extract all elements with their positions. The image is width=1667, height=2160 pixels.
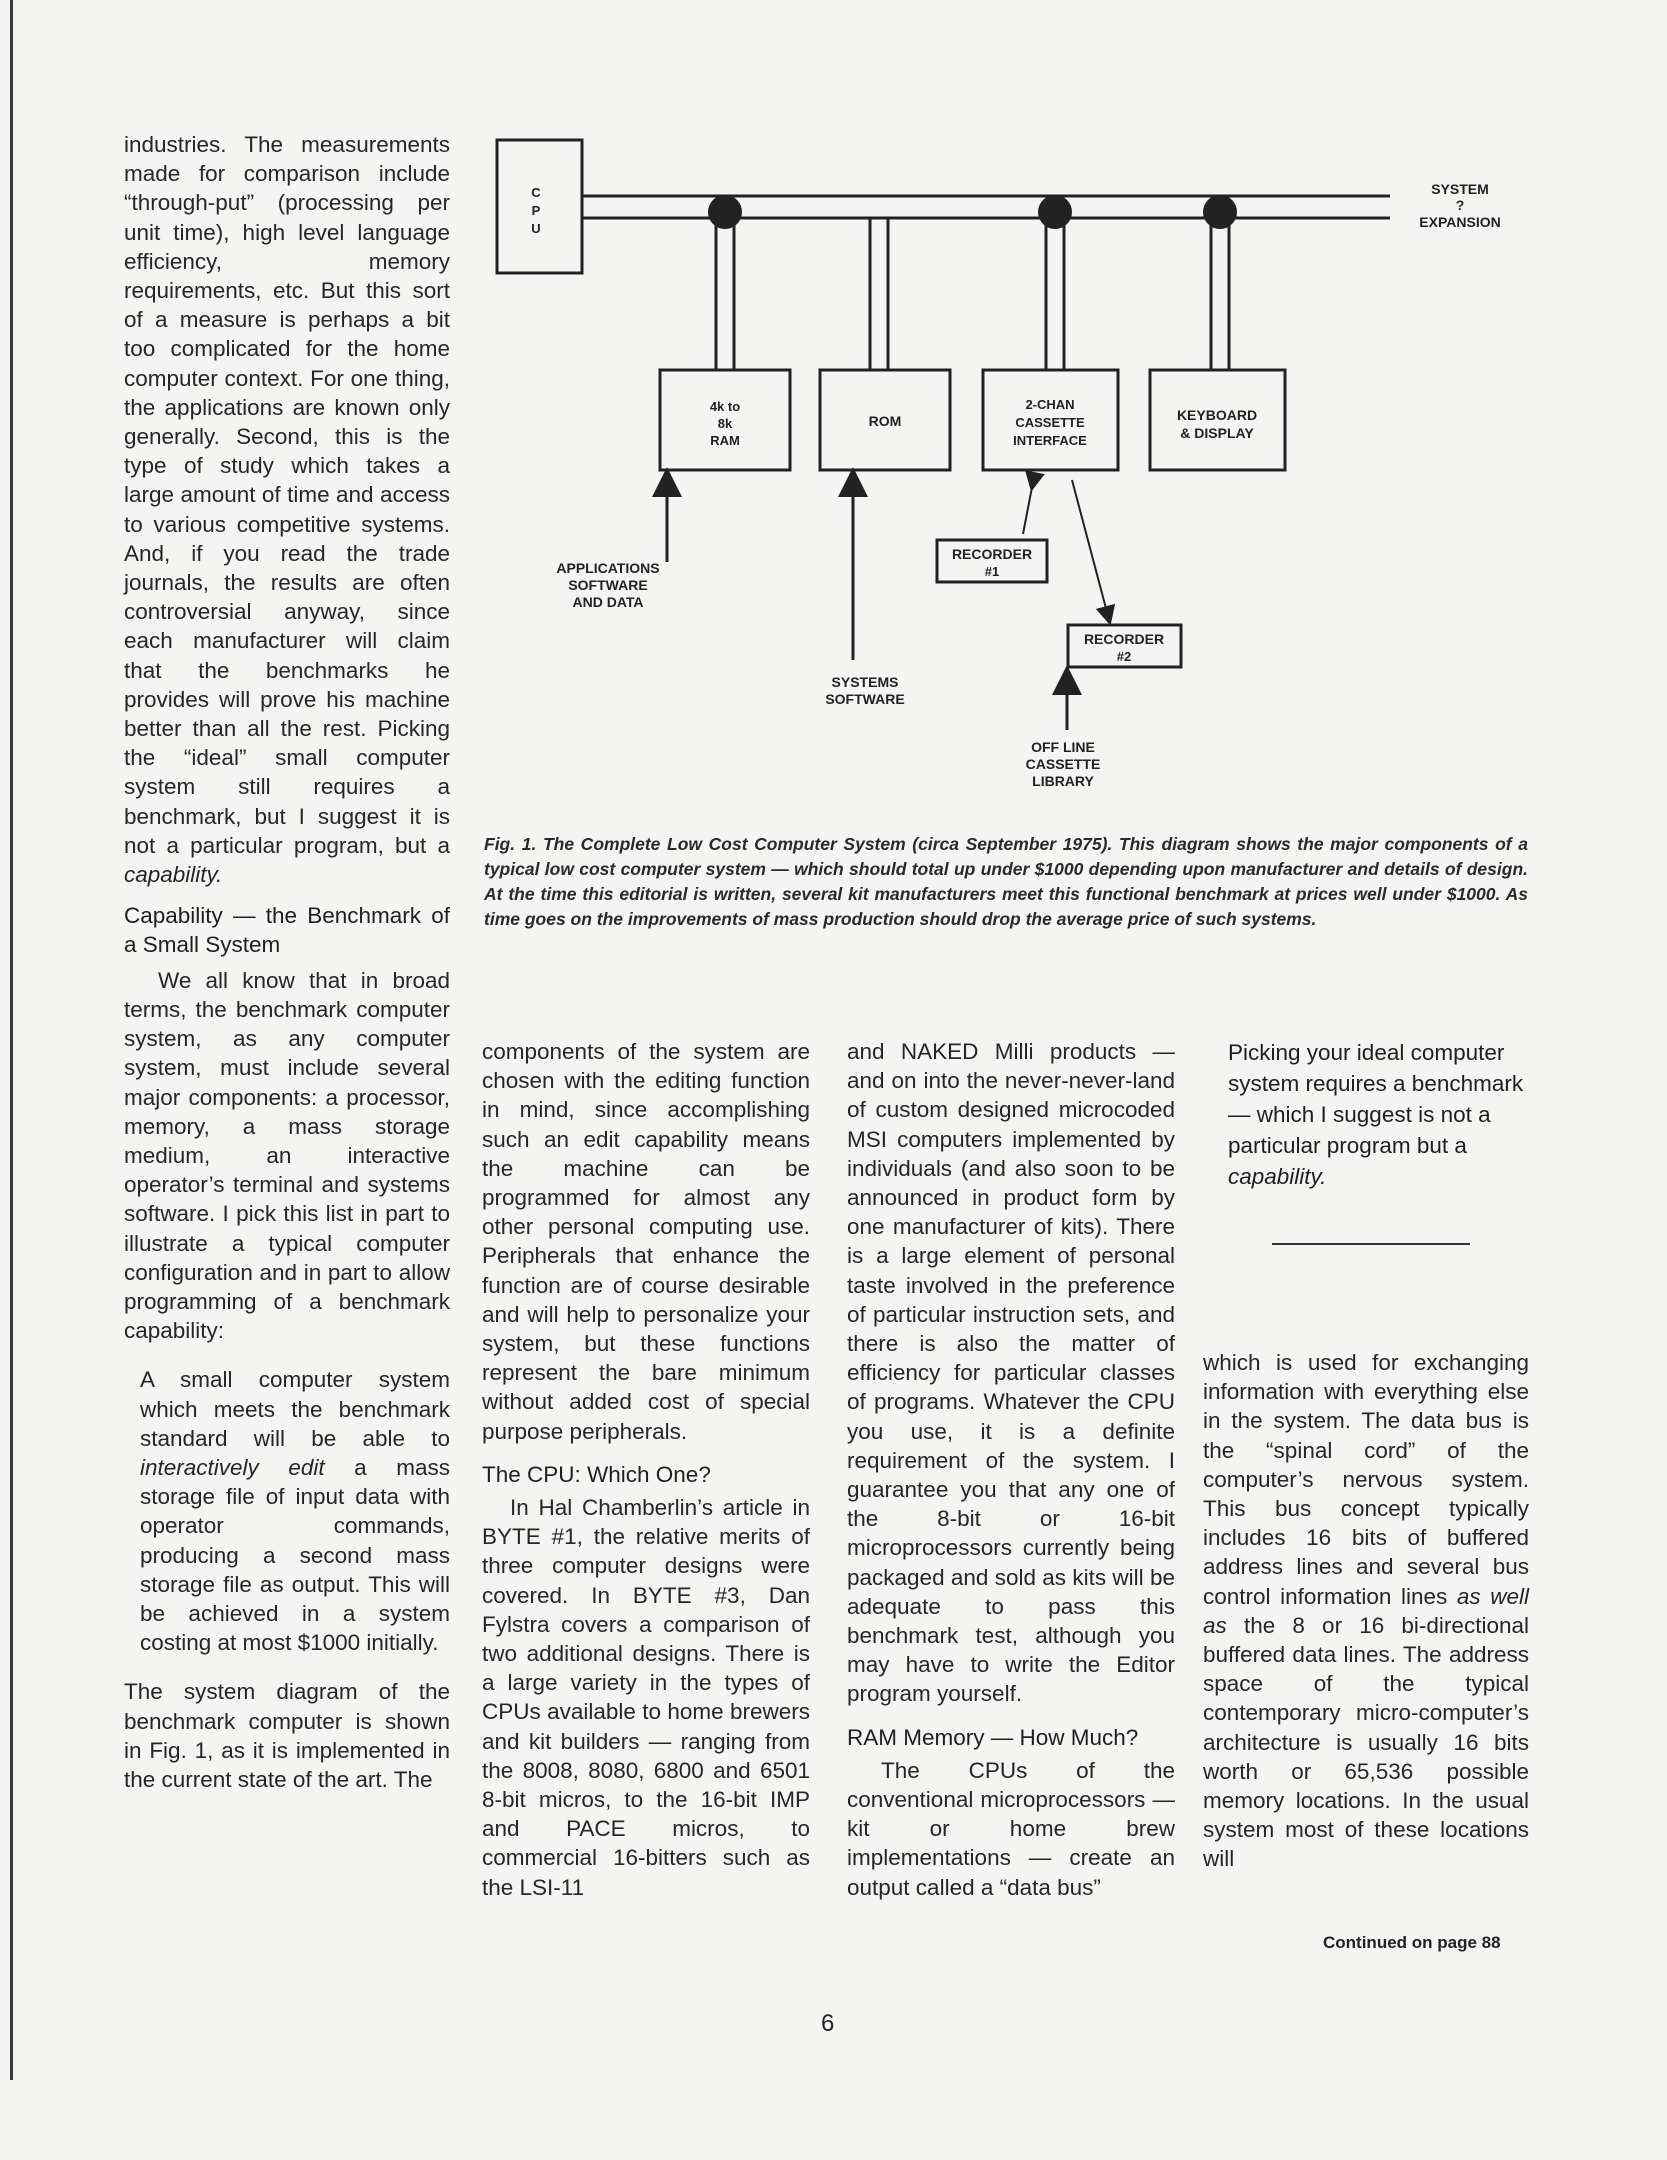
benchmark-box: A small computer system which meets the … — [124, 1365, 450, 1657]
column-4: which is used for exchanging information… — [1203, 1348, 1529, 1874]
ram-label-2: 8k — [718, 416, 733, 431]
heading-cpu: The CPU: Which One? — [482, 1461, 711, 1487]
left-top-italic: capability. — [124, 862, 223, 888]
keyboard-display-box — [1148, 368, 1287, 472]
offline-label-3: LIBRARY — [1032, 773, 1094, 789]
cassette-label-3: INTERFACE — [1013, 433, 1087, 448]
left-paragraph-2: We all know that in broad terms, the ben… — [124, 967, 450, 1344]
continued-note: Continued on page 88 — [1323, 1933, 1501, 1952]
applications-label-3: AND DATA — [572, 594, 643, 610]
recorder-1-number: #1 — [985, 564, 999, 579]
col4-paragraph-1: which is used for exchanging information… — [1203, 1348, 1529, 1874]
keyboard-label-2: & DISPLAY — [1180, 425, 1254, 441]
system-diagram: C P U SYSTEM ? EXPANSION 4k to 8k RAM RO… — [495, 138, 1501, 789]
bus-junction-keyboard — [1203, 195, 1237, 229]
applications-label-1: APPLICATIONS — [556, 560, 659, 576]
col4-text: which is used for exchanging information… — [1203, 1350, 1529, 1609]
ram-label-3: RAM — [710, 433, 740, 448]
col4-italic: as well as — [1203, 1583, 1529, 1638]
bus-junction-cassette — [1038, 195, 1072, 229]
recorder-2-number: #2 — [1117, 649, 1131, 664]
ram-box — [658, 368, 792, 472]
cassette-label-1: 2-CHAN — [1025, 397, 1074, 412]
column-3: and NAKED Milli products — and on into t… — [847, 1037, 1175, 1902]
pull-quote: Picking your ideal computer system requi… — [1228, 1037, 1528, 1192]
offline-label-1: OFF LINE — [1031, 739, 1095, 755]
left-top-text: industries. The measurements made for co… — [124, 132, 450, 858]
heading-capability: Capability — the Benchmark of a Small Sy… — [124, 903, 450, 958]
cassette-to-recorder1-arrow — [1022, 470, 1045, 535]
col2-paragraph-1: components of the system are chosen with… — [482, 1039, 810, 1444]
page-number: 6 — [821, 2010, 835, 2037]
pull-quote-rule — [1272, 1243, 1470, 1245]
ram-label-1: 4k to — [710, 399, 740, 414]
rom-box — [818, 368, 952, 472]
applications-label-2: SOFTWARE — [568, 577, 647, 593]
offline-label-2: CASSETTE — [1026, 756, 1101, 772]
page-edge-rule — [10, 0, 13, 2080]
rom-label: ROM — [869, 413, 902, 429]
expansion-label-2: ? — [1456, 197, 1465, 213]
benchmark-box-text: A small computer system which meets the … — [140, 1367, 450, 1451]
bus-junction-ram — [708, 195, 742, 229]
cpu-label-c: C — [531, 185, 541, 200]
benchmark-box-text-2: a mass storage file of input data with o… — [140, 1454, 450, 1656]
systems-software-label-1: SYSTEMS — [832, 674, 899, 690]
pull-quote-italic: capability. — [1228, 1164, 1327, 1189]
cpu-box — [495, 138, 584, 275]
col3-paragraph-2: The CPUs of the conventional microproces… — [847, 1757, 1175, 1900]
recorder-2-box — [1066, 623, 1183, 669]
expansion-label-1: SYSTEM — [1431, 181, 1489, 197]
benchmark-box-italic: interactively edit — [140, 1454, 325, 1480]
heading-ram: RAM Memory — How Much? — [847, 1724, 1139, 1750]
cassette-interface-box — [981, 368, 1120, 472]
recorder-1-box — [935, 538, 1049, 584]
figure-caption: Fig. 1. The Complete Low Cost Computer S… — [484, 834, 1528, 929]
column-2: components of the system are chosen with… — [482, 1037, 810, 1902]
cassette-to-recorder2-arrow — [1071, 479, 1116, 626]
keyboard-label-1: KEYBOARD — [1177, 407, 1257, 423]
left-paragraph-3: The system diagram of the benchmark comp… — [124, 1679, 450, 1792]
col2-paragraph-2: In Hal Chamberlin’s article in BYTE #1, … — [482, 1495, 810, 1900]
recorder-1-label: RECORDER — [952, 546, 1032, 562]
col3-paragraph-1: and NAKED Milli products — and on into t… — [847, 1039, 1175, 1707]
cassette-label-2: CASSETTE — [1015, 415, 1085, 430]
left-top-paragraph: industries. The measurements made for co… — [124, 130, 450, 889]
cpu-label-p: P — [532, 203, 541, 218]
recorder-2-label: RECORDER — [1084, 631, 1164, 647]
systems-software-label-2: SOFTWARE — [825, 691, 904, 707]
expansion-label-3: EXPANSION — [1419, 214, 1500, 230]
left-column: industries. The measurements made for co… — [124, 130, 450, 1794]
cpu-label-u: U — [531, 221, 540, 236]
pull-quote-text: Picking your ideal computer system requi… — [1228, 1040, 1524, 1158]
col4-text-2: the 8 or 16 bi-directional buffered data… — [1203, 1612, 1529, 1872]
